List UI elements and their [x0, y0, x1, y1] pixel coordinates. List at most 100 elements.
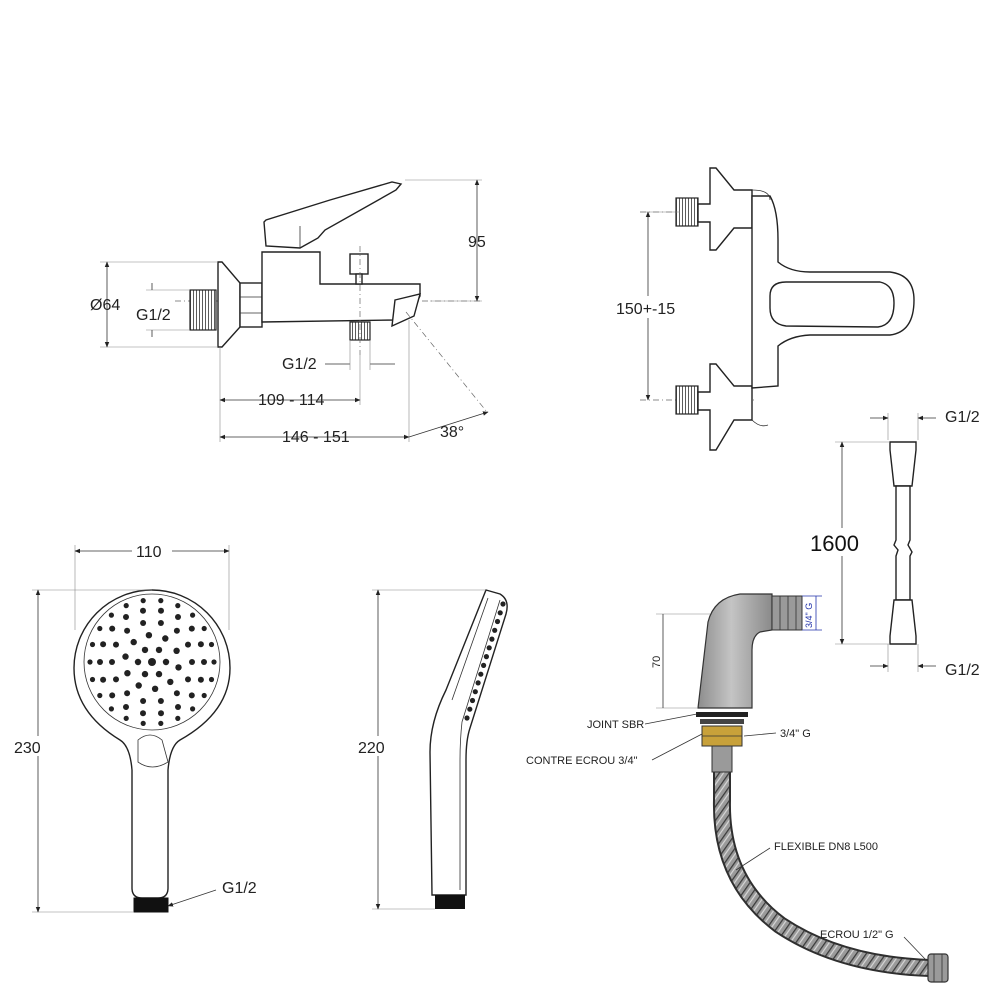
spray-nozzle — [108, 612, 114, 618]
spray-nozzle — [108, 706, 114, 712]
faucet-top-view: 150+-15 — [612, 167, 915, 451]
dim-height-95: 95 — [468, 234, 486, 251]
spray-nozzle — [155, 670, 163, 678]
dim-handshower-side-220: 220 — [358, 740, 385, 757]
spray-nozzle — [87, 659, 93, 665]
dim-inlet-thread: G1/2 — [136, 307, 171, 324]
dim-146-151: 146 - 151 — [282, 429, 350, 446]
spray-nozzle — [97, 692, 103, 699]
side-nozzle — [494, 618, 501, 625]
spray-nozzle — [135, 682, 142, 689]
spray-nozzle — [201, 659, 207, 665]
spray-nozzle — [158, 710, 164, 717]
side-nozzle — [483, 654, 489, 660]
spray-nozzle — [140, 607, 146, 614]
spray-nozzle — [173, 690, 180, 697]
spray-nozzle — [197, 676, 204, 683]
spray-nozzle-center — [148, 658, 156, 666]
handshower-side-view: 220 — [354, 589, 508, 910]
spray-nozzle — [140, 598, 146, 604]
label-thread-34: 3/4" G — [780, 728, 811, 740]
spray-nozzle — [123, 603, 129, 609]
spray-nozzle — [162, 635, 169, 642]
spray-nozzle — [122, 653, 129, 660]
spray-nozzle — [175, 715, 181, 722]
spray-nozzle — [175, 704, 181, 710]
spray-nozzle — [173, 627, 180, 634]
label-ecrou-12: ECROU 1/2" G — [820, 929, 894, 941]
dim-handshower-height-230: 230 — [14, 740, 41, 757]
spray-nozzle — [173, 647, 180, 654]
elbow-thread-blue: 3/4" G — [804, 603, 814, 628]
spray-nozzle — [113, 641, 119, 648]
spray-nozzle — [141, 646, 149, 654]
spray-nozzle — [124, 670, 131, 677]
spray-nozzle — [124, 690, 131, 697]
side-nozzle — [467, 706, 473, 712]
spray-nozzle — [190, 612, 196, 618]
spray-nozzle — [130, 638, 137, 646]
spray-nozzle — [201, 625, 207, 632]
side-nozzle — [486, 645, 492, 651]
side-nozzles — [464, 601, 506, 721]
dim-elbow-70: 70 — [651, 656, 663, 668]
spray-nozzle — [175, 614, 181, 620]
dim-handshower-width-110: 110 — [136, 544, 162, 561]
spray-nozzle — [140, 720, 146, 727]
label-joint-sbr: JOINT SBR — [587, 719, 644, 731]
faucet-front-view — [175, 181, 480, 355]
dim-handshower-thread: G1/2 — [222, 880, 257, 897]
spray-nozzle — [175, 603, 181, 609]
spray-nozzle — [158, 598, 164, 604]
spray-nozzle — [145, 632, 153, 639]
spray-nozzle — [158, 607, 164, 614]
side-nozzle — [475, 680, 481, 686]
handshower-front-view — [73, 589, 231, 913]
dim-outlet-thread: G1/2 — [282, 356, 317, 373]
dim-109-114: 109 - 114 — [258, 392, 325, 409]
spray-nozzle — [157, 620, 164, 626]
dim-spacing-150: 150+-15 — [616, 301, 675, 318]
spray-nozzle — [89, 641, 96, 648]
spray-nozzle — [123, 614, 129, 620]
spray-nozzle — [201, 692, 207, 699]
spray-nozzle — [208, 676, 215, 683]
spray-nozzle — [185, 641, 191, 648]
spray-nozzle — [113, 676, 119, 683]
spray-nozzle — [190, 706, 196, 712]
label-flexible: FLEXIBLE DN8 L500 — [774, 841, 878, 853]
spray-nozzle — [124, 627, 131, 634]
handshower-front-dimensions: 110 230 G1/2 — [12, 540, 257, 913]
spray-nozzle — [140, 620, 147, 626]
spray-nozzle — [100, 676, 107, 683]
side-nozzle — [481, 662, 487, 669]
spray-nozzle — [89, 676, 96, 683]
dim-dia-64: Ø64 — [90, 297, 120, 314]
spray-nozzle — [134, 658, 142, 666]
spray-nozzle — [141, 670, 149, 678]
shower-hose: G1/2 G1/2 1600 — [808, 409, 980, 679]
spray-nozzle — [155, 646, 163, 654]
side-nozzle — [489, 636, 495, 642]
spray-nozzle — [109, 659, 115, 665]
side-nozzle — [500, 601, 506, 607]
dim-hose-1600: 1600 — [810, 531, 859, 556]
spray-nozzle — [151, 685, 159, 692]
spray-nozzle — [175, 664, 182, 671]
spray-nozzle — [162, 658, 170, 666]
spray-nozzle — [109, 625, 116, 632]
spray-nozzle — [100, 641, 107, 648]
side-nozzle — [469, 697, 476, 704]
spray-nozzle — [167, 678, 174, 686]
spray-nozzle — [157, 698, 164, 704]
side-nozzle — [472, 689, 478, 695]
dim-hose-thread-top: G1/2 — [945, 409, 980, 426]
spray-nozzle — [140, 710, 146, 717]
spray-nozzle — [97, 659, 103, 665]
elbow-assembly: 3/4" G 70 JOINT SBR CONTRE ECROU 3/4" 3/… — [526, 593, 949, 983]
dim-angle-38: 38° — [440, 424, 464, 441]
spray-nozzle — [188, 625, 195, 632]
spray-nozzle — [208, 641, 215, 648]
spray-nozzles — [87, 598, 217, 727]
